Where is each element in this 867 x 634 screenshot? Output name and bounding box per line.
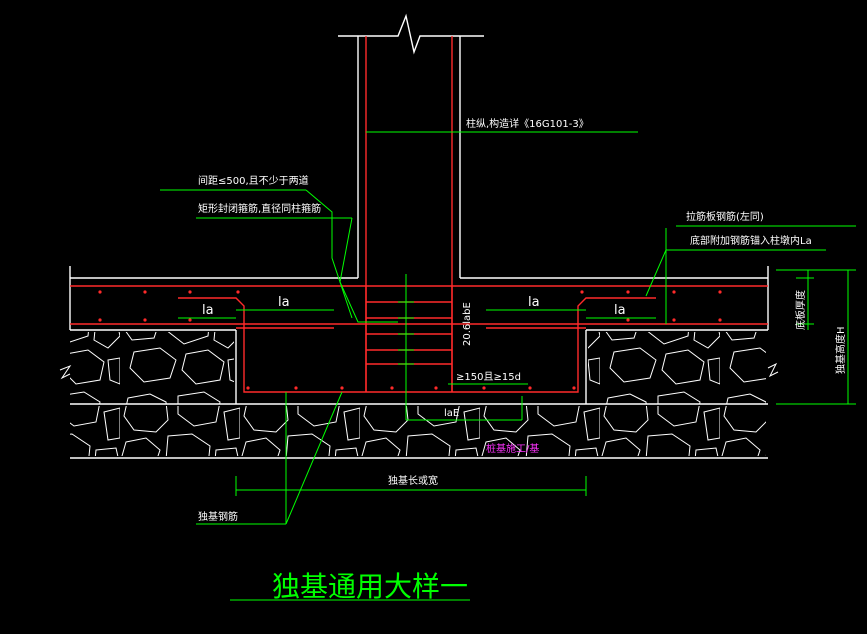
lae-label: laE xyxy=(444,408,459,419)
drawing-title: 独基通用大样一 xyxy=(272,570,468,603)
magenta-note: 桩基施工/基 xyxy=(486,442,539,455)
stirrup-type-note: 矩形封闭箍筋,直径同柱箍筋 xyxy=(198,202,321,215)
column-rebar-note: 柱纵,构造详《16G101-3》 xyxy=(466,117,589,130)
rubble-fill xyxy=(59,332,779,456)
la-left-small-label: la xyxy=(202,303,214,318)
anchor-length-label: 20.6labE xyxy=(462,302,473,346)
width-label: 独基长或宽 xyxy=(388,474,438,487)
min-length-label: ≥150且≥15d xyxy=(456,371,521,383)
la-right-label: la xyxy=(528,295,540,310)
rebar-dots xyxy=(98,290,722,390)
bottom-extra-rebar-note: 底部附加钢筋锚入柱墩内La xyxy=(690,234,812,247)
base-rebar-label: 独基钢筋 xyxy=(198,510,238,523)
la-left-label: la xyxy=(278,295,290,310)
rebar-lines xyxy=(70,36,768,393)
slab-thickness-label: 底板厚度 xyxy=(794,290,807,330)
foundation-height-label: 独基高度H xyxy=(834,326,847,374)
tie-bar-note: 拉筋板钢筋(左同) xyxy=(686,210,764,223)
la-right-small-label: la xyxy=(614,303,626,318)
column-outline xyxy=(338,13,484,278)
leader-lines xyxy=(160,131,856,601)
stirrup-spacing-note: 间距≤500,且不少于两道 xyxy=(198,174,309,187)
